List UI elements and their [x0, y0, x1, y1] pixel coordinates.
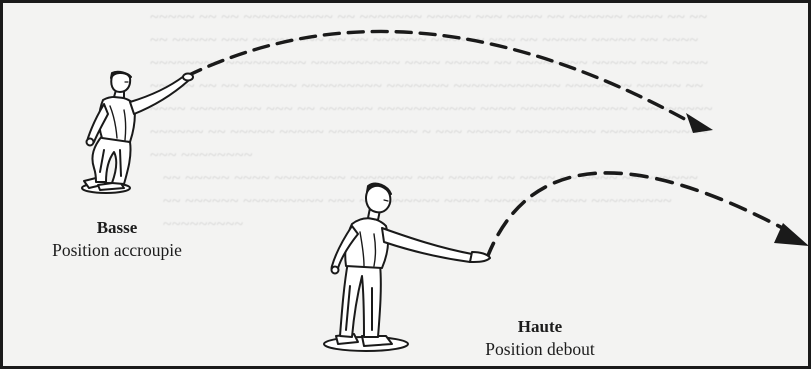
- low-throw-trajectory: [187, 31, 690, 122]
- high-throw-name: Haute: [455, 316, 625, 338]
- frame-border-top: [0, 0, 811, 3]
- frame-border-left: [0, 0, 3, 369]
- low-throw-label: Basse Position accroupie: [27, 217, 207, 261]
- crouching-player-figure: [82, 72, 193, 193]
- low-throw-name: Basse: [27, 217, 207, 239]
- high-throw-label: Haute Position debout: [455, 316, 625, 360]
- low-throw-description: Position accroupie: [27, 239, 207, 261]
- low-throw-arrowhead: [686, 113, 713, 133]
- high-throw-trajectory: [487, 173, 790, 258]
- high-throw-description: Position debout: [455, 338, 625, 360]
